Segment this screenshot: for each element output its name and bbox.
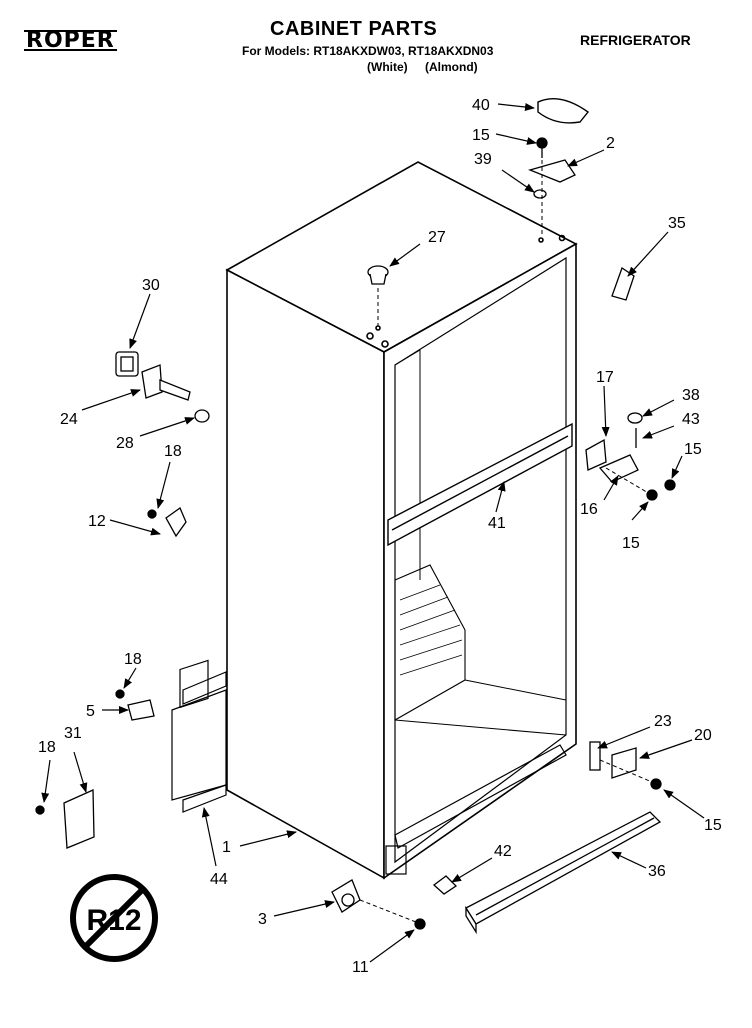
callout-43: 43 — [682, 411, 700, 428]
callout-5: 5 — [86, 703, 95, 720]
callout-12: 12 — [88, 513, 106, 530]
hinge-cover-lower — [35, 789, 95, 849]
callout-18-lower: 18 — [38, 739, 56, 756]
callout-18-mid: 18 — [124, 651, 142, 668]
callout-17: 17 — [596, 369, 614, 386]
callout-30: 30 — [142, 277, 160, 294]
model-numbers: For Models: RT18AKXDW03, RT18AKXDN03 — [242, 44, 494, 58]
callout-16: 16 — [580, 501, 598, 518]
callout-31: 31 — [64, 725, 82, 742]
callout-15-bottom: 15 — [704, 817, 722, 834]
cabinet-plug — [367, 265, 389, 285]
left-side-rail — [171, 659, 227, 813]
category-label: REFRIGERATOR — [580, 32, 691, 48]
callout-11: 11 — [352, 959, 369, 976]
callout-40: 40 — [472, 97, 490, 114]
callout-leaders — [41, 103, 705, 963]
roller-assembly — [331, 879, 426, 930]
hinge-cover — [537, 98, 590, 124]
handle-bracket-group — [115, 351, 210, 538]
lower-right-bracket — [589, 741, 662, 790]
r12-refrigerant-stamp: R12 — [70, 874, 158, 962]
callout-20: 20 — [694, 727, 712, 744]
lower-left-hinge — [115, 689, 155, 721]
callout-28: 28 — [116, 435, 134, 452]
cabinet-body — [225, 161, 578, 880]
callout-2: 2 — [606, 135, 615, 152]
callout-39: 39 — [474, 151, 492, 168]
callout-3: 3 — [258, 911, 267, 928]
grille-clip — [432, 875, 458, 895]
callout-38: 38 — [682, 387, 700, 404]
center-crossbar — [387, 422, 573, 547]
callout-35: 35 — [668, 215, 686, 232]
callout-27: 27 — [428, 229, 446, 246]
callout-18-upper: 18 — [164, 443, 182, 460]
center-hinge-group — [585, 412, 676, 501]
callout-24: 24 — [60, 411, 78, 428]
top-hinge-assembly — [527, 137, 576, 199]
callout-44: 44 — [210, 871, 228, 888]
callout-36: 36 — [648, 863, 666, 880]
toe-grille — [465, 811, 662, 935]
assembly-guide-lines — [359, 160, 653, 923]
callout-1: 1 — [222, 839, 231, 856]
callout-15-right: 15 — [684, 441, 702, 458]
page-title: CABINET PARTS — [270, 18, 438, 40]
callout-42: 42 — [494, 843, 512, 860]
callout-41: 41 — [488, 515, 506, 532]
callout-15-top: 15 — [472, 127, 490, 144]
brand-logo: ROPER — [24, 28, 117, 53]
callout-23: 23 — [654, 713, 672, 730]
callout-15-mid: 15 — [622, 535, 640, 552]
model-finishes: (White) (Almond) — [367, 60, 478, 74]
